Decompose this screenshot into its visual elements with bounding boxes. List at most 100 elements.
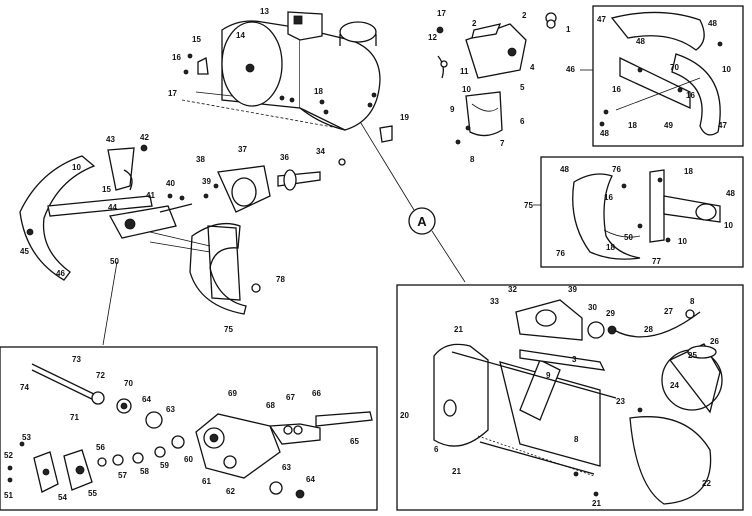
part-label-76: 76 bbox=[556, 249, 565, 258]
part-label-64: 64 bbox=[306, 475, 315, 484]
part-label-32: 32 bbox=[508, 285, 517, 294]
part-label-63: 63 bbox=[282, 463, 291, 472]
part-label-42: 42 bbox=[140, 133, 149, 142]
part-label-17: 17 bbox=[168, 89, 177, 98]
part-label-70: 70 bbox=[124, 379, 133, 388]
part-label-12: 12 bbox=[428, 33, 437, 42]
part-label-48: 48 bbox=[726, 189, 735, 198]
impeller-assembly-middle bbox=[19, 144, 346, 315]
detail-box-impeller-46 bbox=[592, 5, 744, 147]
part-label-10: 10 bbox=[722, 65, 731, 74]
part-label-18: 18 bbox=[684, 167, 693, 176]
part-label-48: 48 bbox=[560, 165, 569, 174]
part-label-30: 30 bbox=[588, 303, 597, 312]
callout-leader-top bbox=[355, 114, 415, 211]
part-label-46: 46 bbox=[566, 65, 575, 74]
part-label-6: 6 bbox=[520, 117, 525, 126]
part-label-17: 17 bbox=[437, 9, 446, 18]
part-label-21: 21 bbox=[454, 325, 463, 334]
part-label-2: 2 bbox=[472, 19, 477, 28]
part-label-18: 18 bbox=[314, 87, 323, 96]
detail-box-auger-housing bbox=[396, 284, 744, 511]
part-label-54: 54 bbox=[58, 493, 67, 502]
chute-assembly bbox=[436, 12, 557, 145]
gearbox-detail-drawing bbox=[7, 363, 373, 499]
part-label-2: 2 bbox=[522, 11, 527, 20]
part-label-4: 4 bbox=[530, 63, 535, 72]
part-label-56: 56 bbox=[96, 443, 105, 452]
part-label-65: 65 bbox=[350, 437, 359, 446]
part-label-52: 52 bbox=[4, 451, 13, 460]
part-label-24: 24 bbox=[670, 381, 679, 390]
auger-housing-top-view bbox=[181, 11, 393, 143]
callout-leader-bottom bbox=[431, 230, 466, 283]
part-label-18: 18 bbox=[606, 243, 615, 252]
part-label-58: 58 bbox=[140, 467, 149, 476]
part-label-1: 1 bbox=[566, 25, 571, 34]
part-label-18: 18 bbox=[628, 121, 637, 130]
part-label-3: 3 bbox=[572, 355, 577, 364]
part-label-15: 15 bbox=[192, 35, 201, 44]
part-label-72: 72 bbox=[96, 371, 105, 380]
detail-box-impeller-75 bbox=[540, 156, 744, 268]
part-label-78: 78 bbox=[276, 275, 285, 284]
part-number-labels: 13 14 15 16 17 18 19 17 12 2 2 1 11 10 4… bbox=[4, 7, 735, 508]
part-label-63: 63 bbox=[166, 405, 175, 414]
part-label-68: 68 bbox=[266, 401, 275, 410]
part-label-38: 38 bbox=[196, 155, 205, 164]
part-label-57: 57 bbox=[118, 471, 127, 480]
part-label-48: 48 bbox=[636, 37, 645, 46]
part-label-5: 5 bbox=[520, 83, 525, 92]
part-label-7: 7 bbox=[500, 139, 505, 148]
part-label-36: 36 bbox=[280, 153, 289, 162]
part-label-26: 26 bbox=[710, 337, 719, 346]
part-label-50: 50 bbox=[624, 233, 633, 242]
part-label-61: 61 bbox=[202, 477, 211, 486]
part-label-9: 9 bbox=[546, 371, 551, 380]
part-label-41: 41 bbox=[146, 191, 155, 200]
part-label-33: 33 bbox=[490, 297, 499, 306]
part-label-11: 11 bbox=[460, 67, 469, 76]
part-label-67: 67 bbox=[286, 393, 295, 402]
part-label-60: 60 bbox=[184, 455, 193, 464]
part-label-16: 16 bbox=[172, 53, 181, 62]
part-label-16: 16 bbox=[686, 91, 695, 100]
part-label-8: 8 bbox=[470, 155, 475, 164]
part-label-22: 22 bbox=[702, 479, 711, 488]
part-label-6: 6 bbox=[434, 445, 439, 454]
part-label-45: 45 bbox=[20, 247, 29, 256]
part-label-34: 34 bbox=[316, 147, 325, 156]
part-label-8: 8 bbox=[690, 297, 695, 306]
part-label-39: 39 bbox=[202, 177, 211, 186]
part-label-21: 21 bbox=[452, 467, 461, 476]
part-label-28: 28 bbox=[644, 325, 653, 334]
part-label-10: 10 bbox=[724, 221, 733, 230]
part-label-76: 76 bbox=[612, 165, 621, 174]
detail-box-gearbox bbox=[0, 346, 378, 511]
part-label-75: 75 bbox=[524, 201, 533, 210]
part-label-75: 75 bbox=[224, 325, 233, 334]
part-label-74: 74 bbox=[20, 383, 29, 392]
part-label-64: 64 bbox=[142, 395, 151, 404]
callout-letter: A bbox=[417, 214, 427, 229]
part-label-43: 43 bbox=[106, 135, 115, 144]
part-label-50: 50 bbox=[110, 257, 119, 266]
part-label-9: 9 bbox=[450, 105, 455, 114]
part-label-27: 27 bbox=[664, 307, 673, 316]
impeller-75-drawing bbox=[572, 169, 721, 260]
part-label-21: 21 bbox=[592, 499, 601, 508]
part-label-59: 59 bbox=[160, 461, 169, 470]
leader-50 bbox=[102, 261, 118, 346]
part-label-47: 47 bbox=[597, 15, 606, 24]
part-label-48: 48 bbox=[600, 129, 609, 138]
part-label-66: 66 bbox=[312, 389, 321, 398]
part-label-51: 51 bbox=[4, 491, 13, 500]
part-label-10: 10 bbox=[72, 163, 81, 172]
part-label-20: 20 bbox=[400, 411, 409, 420]
part-label-62: 62 bbox=[226, 487, 235, 496]
part-label-71: 71 bbox=[70, 413, 79, 422]
part-label-39: 39 bbox=[568, 285, 577, 294]
part-label-77: 77 bbox=[652, 257, 661, 266]
